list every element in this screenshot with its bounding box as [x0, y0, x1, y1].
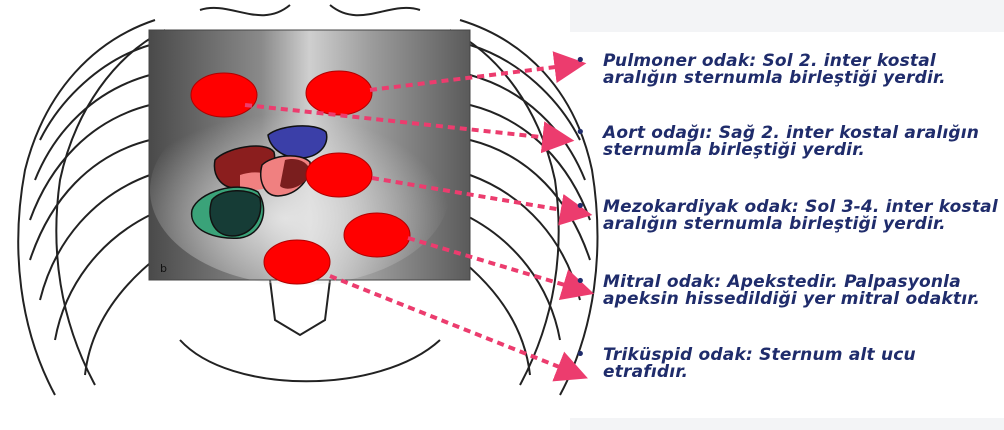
list-item-aortic: • Aort odağı: Sağ 2. inter kostal aralığ…	[575, 125, 1000, 159]
marker-aortic	[191, 73, 257, 117]
list-item-tricuspid: • Triküspid odak: Sternum alt ucu etrafı…	[575, 347, 1000, 381]
item-text: Mezokardiyak odak: Sol 3-4. inter kostal…	[603, 199, 1000, 233]
item-text: Pulmoner odak: Sol 2. inter kostal aralı…	[603, 53, 1000, 87]
bullet: •	[575, 125, 603, 141]
inset-label: b	[160, 262, 167, 275]
list-item-mitral: • Mitral odak: Apekstedir. Palpasyonla a…	[575, 274, 1000, 308]
list-item-pulmonary: • Pulmoner odak: Sol 2. inter kostal ara…	[575, 53, 1000, 87]
marker-tricuspid	[264, 240, 330, 284]
marker-mesocardiac	[306, 153, 372, 197]
item-text: Triküspid odak: Sternum alt ucu etrafıdı…	[603, 347, 1000, 381]
list-item-mesocardiac: • Mezokardiyak odak: Sol 3-4. inter kost…	[575, 199, 1000, 233]
item-text: Mitral odak: Apekstedir. Palpasyonla ape…	[603, 274, 1000, 308]
bullet: •	[575, 274, 603, 290]
item-text: Aort odağı: Sağ 2. inter kostal aralığın…	[603, 125, 1000, 159]
bullet: •	[575, 53, 603, 69]
marker-pulmonary	[306, 71, 372, 115]
bullet: •	[575, 347, 603, 363]
marker-mitral	[344, 213, 410, 257]
bullet: •	[575, 199, 603, 215]
